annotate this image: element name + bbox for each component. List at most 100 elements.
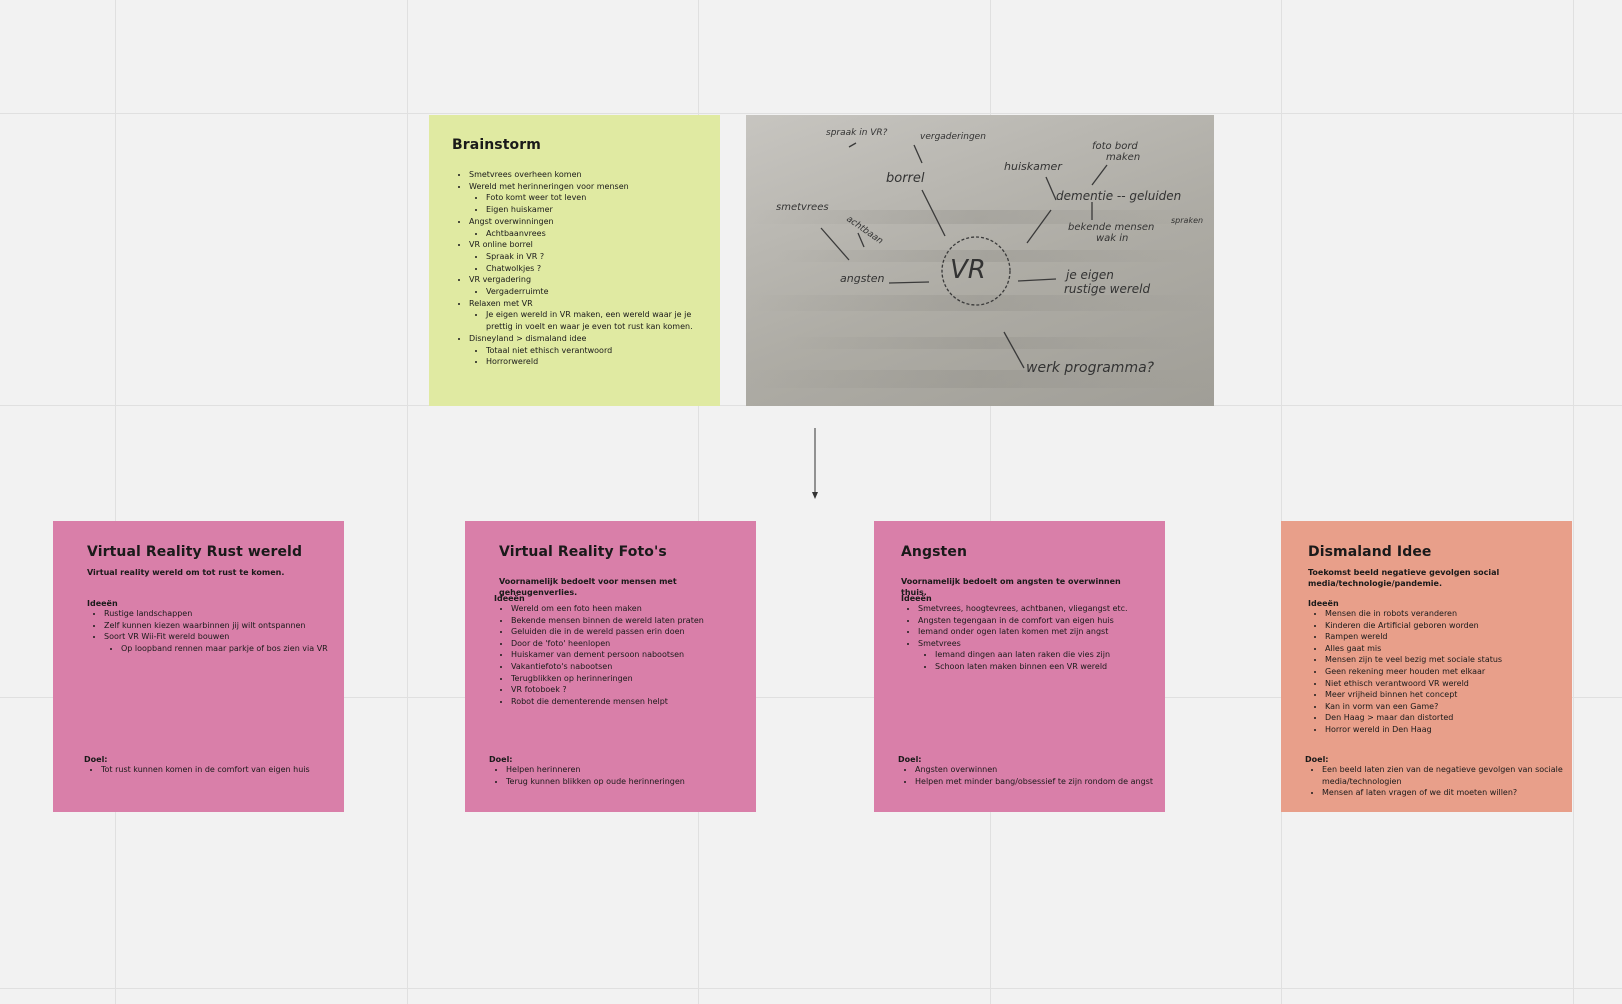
sub-list: Totaal niet ethisch verantwoordHorrorwer…	[469, 345, 707, 368]
list-item-text: Rampen wereld	[1325, 632, 1388, 642]
sub-list: Op loopband rennen maar parkje of bos zi…	[104, 643, 337, 655]
list-item: Zelf kunnen kiezen waarbinnen jij wilt o…	[104, 620, 337, 632]
list-item-text: Den Haag > maar dan distorted	[1325, 713, 1454, 723]
svg-text:rustige wereld: rustige wereld	[1064, 282, 1150, 296]
grid-line	[990, 0, 991, 1004]
list-item-text: Kan in vorm van een Game?	[1325, 701, 1439, 711]
list-item-text: Robot die dementerende mensen helpt	[511, 696, 668, 706]
goal-section: Doel: Een beeld laten zien van de negati…	[1305, 755, 1567, 799]
grid-line	[0, 988, 1622, 989]
sub-list-item: Schoon laten maken binnen een VR wereld	[935, 661, 1156, 673]
whiteboard-sketch: VR spraak in VR? vergaderingen borrel hu…	[746, 128, 1214, 388]
svg-text:borrel: borrel	[886, 171, 925, 186]
list-item-text: Smetvrees, hoogtevrees, achtbanen, vlieg…	[918, 604, 1128, 613]
connector-arrow[interactable]	[812, 428, 818, 500]
goal-section: Doel: Angsten overwinnenHelpen met minde…	[898, 755, 1153, 787]
list-item: Rustige landschappen	[104, 608, 337, 620]
goal-label: Doel:	[1305, 755, 1329, 764]
sub-list-item: Vergaderruimte	[486, 286, 707, 298]
list-item-text: Wereld om een foto heen maken	[511, 604, 642, 613]
sub-list: Vergaderruimte	[469, 286, 707, 298]
list-item: VR online borrelSpraak in VR ?Chatwolkje…	[469, 239, 707, 274]
list-item-text: Angsten tegengaan in de comfort van eige…	[918, 615, 1114, 625]
list-item: Huiskamer van dement persoon nabootsen	[511, 649, 749, 661]
list-item-text: Door de 'foto' heenlopen	[511, 638, 611, 648]
card-subtitle: Voornamelijk bedoelt voor mensen met geh…	[499, 577, 677, 597]
sub-list-item: Foto komt weer tot leven	[486, 192, 707, 204]
card-title: Dismaland Idee	[1308, 544, 1432, 560]
list-item: Helpen met minder bang/obsessief te zijn…	[915, 776, 1153, 788]
list-item: Iemand onder ogen laten komen met zijn a…	[918, 626, 1156, 638]
goal-label: Doel:	[898, 755, 922, 764]
list-item-text: Angsten overwinnen	[915, 765, 998, 774]
card-subtitle: Toekomst beeld negatieve gevolgen social…	[1308, 568, 1500, 588]
list-item-text: Kinderen die Artificial geboren worden	[1325, 620, 1479, 630]
list-item-text: Geluiden die in de wereld passen erin do…	[511, 627, 685, 637]
list-item-text: Meer vrijheid binnen het concept	[1325, 690, 1458, 700]
ideas-section: Ideeën Smetvrees, hoogtevrees, achtbanen…	[901, 594, 1156, 673]
svg-text:werk programma?: werk programma?	[1026, 360, 1155, 376]
grid-line	[115, 0, 116, 1004]
sub-list-item: Spraak in VR ?	[486, 251, 707, 263]
list-item: Terug kunnen blikken op oude herinnering…	[506, 776, 744, 788]
list-item: Soort VR Wii-Fit wereld bouwenOp loopban…	[104, 631, 337, 654]
list-item-text: VR vergadering	[469, 275, 532, 285]
list-item: Niet ethisch verantwoord VR wereld	[1325, 678, 1563, 690]
sub-list: Iemand dingen aan laten raken die vies z…	[918, 649, 1156, 672]
svg-text:bekende mensen: bekende mensen	[1068, 222, 1154, 233]
goal-label: Doel:	[489, 755, 513, 764]
list-item: Wereld om een foto heen maken	[511, 603, 749, 615]
list-item-text: Helpen herinneren	[506, 765, 581, 774]
list-item-text: Terugblikken op herinneringen	[511, 673, 633, 683]
list-item: Robot die dementerende mensen helpt	[511, 696, 749, 708]
sub-list-item: Totaal niet ethisch verantwoord	[486, 345, 707, 357]
list-item-text: Wereld met herinneringen voor mensen	[469, 181, 629, 191]
svg-text:wak in: wak in	[1096, 233, 1128, 244]
ideas-label: Ideeën	[1308, 599, 1339, 608]
list-item-text: Disneyland > dismaland idee	[469, 333, 587, 343]
list-item: Tot rust kunnen komen in de comfort van …	[101, 764, 334, 776]
list-item: Kan in vorm van een Game?	[1325, 701, 1563, 713]
ideas-label: Ideeën	[494, 594, 525, 603]
svg-text:dementie -- geluiden: dementie -- geluiden	[1056, 189, 1181, 203]
list-item-text: Mensen die in robots veranderen	[1325, 609, 1458, 618]
list-item-text: Horror wereld in Den Haag	[1325, 724, 1432, 734]
list-item-text: Niet ethisch verantwoord VR wereld	[1325, 678, 1469, 688]
card-dismaland-idee[interactable]: Dismaland Idee Toekomst beeld negatieve …	[1281, 521, 1572, 812]
list-item: Mensen die in robots veranderen	[1325, 608, 1563, 620]
list-item: Angsten tegengaan in de comfort van eige…	[918, 615, 1156, 627]
list-item-text: Zelf kunnen kiezen waarbinnen jij wilt o…	[104, 620, 306, 630]
sub-list-item: Je eigen wereld in VR maken, een wereld …	[486, 309, 707, 332]
card-angsten[interactable]: Angsten Voornamelijk bedoelt om angsten …	[874, 521, 1165, 812]
ideas-section: Ideeën Rustige landschappenZelf kunnen k…	[87, 599, 337, 654]
card-vr-fotos[interactable]: Virtual Reality Foto's Voornamelijk bedo…	[465, 521, 756, 812]
list-item-text: Huiskamer van dement persoon nabootsen	[511, 650, 685, 660]
list-item-text: Vakantiefoto's nabootsen	[511, 661, 613, 671]
brainstorm-note[interactable]: Brainstorm Smetvrees overheen komenWerel…	[429, 115, 720, 406]
list-item-text: Soort VR Wii-Fit wereld bouwen	[104, 632, 230, 642]
list-item: Door de 'foto' heenlopen	[511, 638, 749, 650]
list-item: VR vergaderingVergaderruimte	[469, 274, 707, 297]
list-item-text: Tot rust kunnen komen in de comfort van …	[101, 765, 310, 774]
ideas-label: Ideeën	[87, 599, 118, 608]
grid-line	[698, 0, 699, 1004]
card-title: Virtual Reality Rust wereld	[87, 544, 303, 560]
list-item: VR fotoboek ?	[511, 684, 749, 696]
list-item-text: Angst overwinningen	[469, 216, 554, 226]
list-item: Relaxen met VRJe eigen wereld in VR make…	[469, 298, 707, 333]
whiteboard-photo[interactable]: VR spraak in VR? vergaderingen borrel hu…	[746, 115, 1214, 406]
ideas-label: Ideeën	[901, 594, 932, 603]
list-item-text: VR fotoboek ?	[511, 685, 567, 695]
svg-text:maken: maken	[1106, 152, 1140, 163]
sub-list-item: Iemand dingen aan laten raken die vies z…	[935, 649, 1156, 661]
list-item: Angst overwinningenAchtbaanvrees	[469, 216, 707, 239]
brainstorm-list: Smetvrees overheen komenWereld met herin…	[452, 169, 707, 368]
svg-text:spraak in VR?: spraak in VR?	[826, 128, 888, 138]
card-rust-wereld[interactable]: Virtual Reality Rust wereld Virtual real…	[53, 521, 344, 812]
list-item: Wereld met herinneringen voor mensenFoto…	[469, 181, 707, 216]
list-item-text: Smetvrees	[918, 638, 961, 648]
list-item-text: VR online borrel	[469, 240, 533, 250]
list-item-text: Helpen met minder bang/obsessief te zijn…	[915, 776, 1153, 786]
note-title: Brainstorm	[452, 137, 541, 153]
list-item: Kinderen die Artificial geboren worden	[1325, 620, 1563, 632]
